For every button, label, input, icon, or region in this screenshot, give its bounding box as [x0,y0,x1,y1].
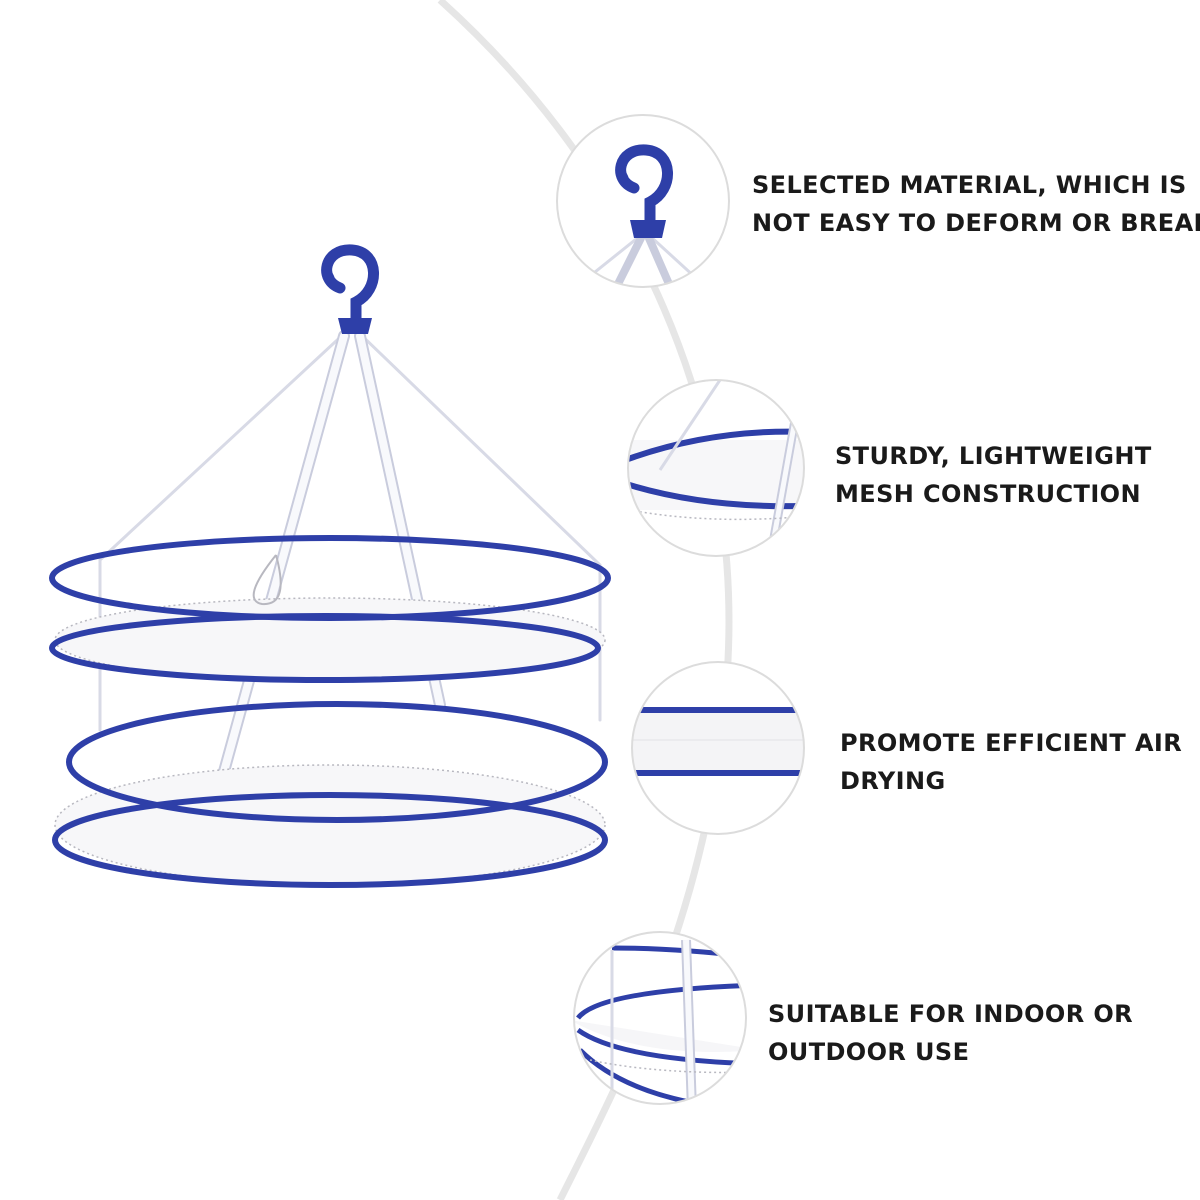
ring-4 [52,792,608,888]
hanging-strings [98,328,602,821]
ring-3 [66,701,608,823]
feature-line: PROMOTE EFFICIENT AIR [840,729,1183,757]
ring-closeup-icon [627,379,805,557]
feature-text-material: SELECTED MATERIAL, WHICH IS NOT EASY TO … [752,166,1200,242]
layers-closeup-icon [573,931,747,1105]
ring-2 [49,613,601,683]
feature-line: MESH CONSTRUCTION [835,480,1141,508]
feature-line: SUITABLE FOR INDOOR OR [768,1000,1134,1028]
feature-line: SELECTED MATERIAL, WHICH IS [752,171,1187,199]
feature-line: OUTDOOR USE [768,1038,970,1066]
mesh-closeup-icon [631,661,805,835]
feature-text-air-drying: PROMOTE EFFICIENT AIR DRYING [840,724,1182,800]
feature-text-usage: SUITABLE FOR INDOOR OR OUTDOOR USE [768,995,1133,1071]
hook-icon [321,244,379,334]
feature-line: STURDY, LIGHTWEIGHT [835,442,1152,470]
hook-closeup-icon [556,114,730,288]
feature-text-construction: STURDY, LIGHTWEIGHT MESH CONSTRUCTION [835,437,1152,513]
feature-line: DRYING [840,767,946,795]
hanging-mesh-drying-rack [49,244,611,888]
feature-line: NOT EASY TO DEFORM OR BREAK [752,209,1200,237]
